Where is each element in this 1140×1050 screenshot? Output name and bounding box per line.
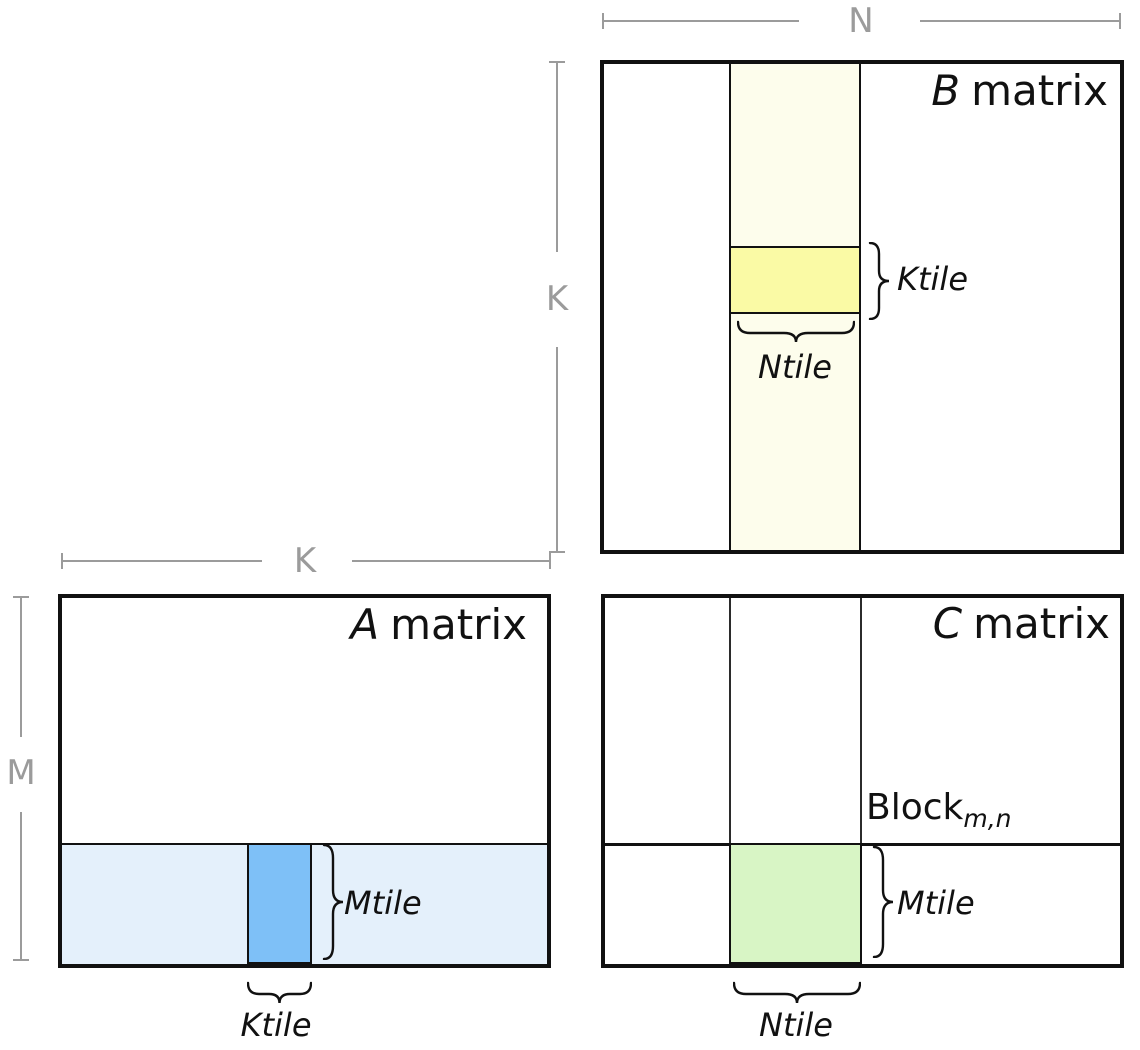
n-dimension-tick-left [602, 13, 604, 29]
c-mtile-label: Mtile [897, 884, 975, 922]
b-matrix-box [600, 60, 1124, 554]
b-ktile-tile [729, 246, 861, 314]
c-ntile-underbrace-icon [733, 981, 861, 1005]
n-dimension-label: N [848, 1, 874, 41]
k-dimension-b-line-bottom [556, 347, 558, 553]
b-ntile-label: Ntile [758, 348, 832, 386]
k-dimension-b-tick-top [549, 61, 565, 63]
m-dimension-label: M [6, 753, 36, 793]
a-tile [247, 843, 312, 964]
b-matrix-letter: B [931, 66, 961, 115]
a-mtile-label: Mtile [344, 884, 422, 922]
block-mn-subscript: m,n [963, 804, 1012, 834]
n-dimension-line-left [603, 20, 799, 22]
m-dimension-line-bottom [20, 812, 22, 960]
a-mtile-brace-icon [320, 844, 346, 960]
k-dimension-a-tick-right [549, 553, 551, 569]
a-ktile-label: Ktile [240, 1006, 312, 1044]
m-dimension-line-top [20, 597, 22, 737]
c-matrix-letter: C [932, 599, 963, 648]
b-ktile-brace-icon [866, 242, 892, 320]
c-ntile-label: Ntile [759, 1006, 833, 1044]
b-matrix-word: matrix [971, 66, 1108, 115]
a-matrix-letter: A [350, 600, 380, 649]
m-dimension-tick-bottom [13, 959, 29, 961]
c-matrix-box [601, 594, 1124, 968]
k-dimension-b-line-top [556, 62, 558, 252]
c-mtile-brace-icon [870, 846, 896, 958]
b-ktile-label: Ktile [897, 260, 968, 298]
n-dimension-line-right [920, 20, 1121, 22]
m-dimension-tick-top [13, 596, 29, 598]
n-dimension-tick-right [1119, 13, 1121, 29]
b-ntile-underbrace-icon [737, 320, 855, 344]
c-block-tile [729, 843, 862, 964]
k-dimension-a-label: K [293, 541, 317, 581]
k-dimension-a-line-left [62, 560, 262, 562]
a-matrix-word: matrix [390, 600, 527, 649]
k-dimension-b-label: K [545, 279, 569, 319]
c-matrix-word: matrix [973, 599, 1110, 648]
c-row-line [605, 843, 1120, 846]
block-mn-base: Block [866, 787, 964, 828]
k-dimension-a-line-right [352, 560, 550, 562]
c-column-line-left [729, 598, 731, 844]
k-dimension-a-tick-left [61, 553, 63, 569]
k-dimension-b-tick-bottom [549, 551, 565, 553]
c-column-line-right [860, 598, 862, 844]
block-mn-label: Blockm,n [866, 788, 1012, 833]
a-ktile-underbrace-icon [247, 981, 312, 1005]
